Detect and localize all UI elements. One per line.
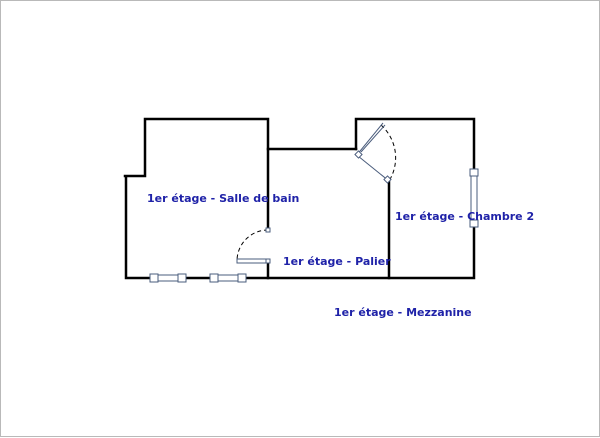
wall-chambre-outline [266, 117, 476, 280]
room-labels: 1er étage - Salle de bain 1er étage - Pa… [147, 192, 534, 319]
bathroom-door-hinge-top [265, 227, 271, 233]
chambre-door-leaf-outer [357, 155, 390, 182]
chambre-window-post-bottom [469, 219, 479, 228]
chambre-door [354, 122, 397, 184]
bathroom-window-left-post-a [149, 273, 159, 283]
bathroom-door [236, 227, 271, 264]
chambre-window [469, 168, 479, 228]
room-label-chambre-2: 1er étage - Chambre 2 [395, 210, 534, 223]
bathroom-window-right-post-a [209, 273, 219, 283]
bathroom-door-arc [236, 229, 269, 262]
room-label-mezzanine: 1er étage - Mezzanine [334, 306, 472, 319]
bathroom-window-right-post-b [237, 273, 247, 283]
wall-salle-de-bain-outline [123, 117, 270, 280]
chambre-door-arc [380, 124, 397, 182]
room-label-salle-de-bain: 1er étage - Salle de bain [147, 192, 299, 205]
room-label-palier: 1er étage - Palier [283, 255, 391, 268]
opening-bathroom-door [263, 230, 273, 261]
chambre-door-hinge-b [383, 175, 392, 184]
walls [123, 117, 476, 280]
bathroom-window-left-post-b [177, 273, 187, 283]
chambre-door-leaf-inner [360, 124, 386, 153]
chambre-door-hinge-a [354, 150, 363, 159]
bathroom-windows [149, 273, 247, 283]
chambre-window-post-top [469, 168, 479, 177]
bathroom-door-leaf [236, 258, 269, 264]
chambre-door-leaf-edge [355, 122, 384, 157]
bathroom-door-hinge-bottom [265, 258, 271, 264]
